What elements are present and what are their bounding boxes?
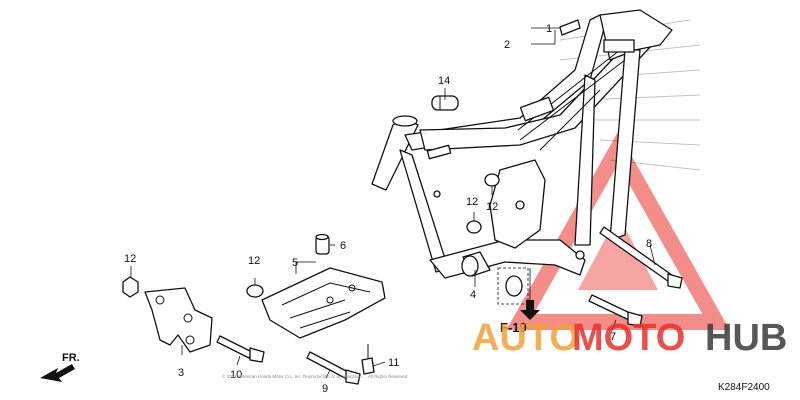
callout-3: 3 bbox=[178, 367, 184, 379]
callout-6: 6 bbox=[340, 240, 346, 252]
callout-9: 9 bbox=[322, 383, 328, 395]
callout-12-d: 12 bbox=[124, 253, 136, 265]
rubber-cap bbox=[431, 95, 459, 111]
direction-label: FR. bbox=[62, 352, 80, 364]
reference-label: F-19 bbox=[500, 320, 527, 335]
watermark-moto: MOTO bbox=[572, 317, 685, 359]
reference-arrow: F-19 bbox=[500, 300, 540, 335]
callout-8: 8 bbox=[646, 238, 652, 250]
front-direction-arrow: FR. bbox=[40, 352, 80, 382]
copyright-text: © 2021 American Honda Motor Co., Inc. Re… bbox=[222, 373, 409, 379]
watermark-triangle-logo bbox=[506, 131, 730, 330]
callout-10: 10 bbox=[230, 369, 242, 381]
diagram-code: K284F2400 bbox=[718, 382, 770, 393]
callout-7: 7 bbox=[610, 331, 616, 343]
rubber-collar bbox=[315, 233, 330, 255]
engine-hanger-bracket bbox=[144, 287, 213, 353]
callout-labels: 1 2 3 4 5 6 7 8 9 10 11 12 12 12 12 14 bbox=[124, 23, 652, 395]
callout-12-c: 12 bbox=[248, 255, 260, 267]
callout-4: 4 bbox=[470, 289, 476, 301]
callout-5: 5 bbox=[292, 257, 298, 269]
watermark-text: AUTO MOTO HUB bbox=[472, 317, 787, 359]
collar-nuts bbox=[122, 173, 500, 298]
watermark-hub: HUB bbox=[705, 317, 787, 359]
callout-1: 1 bbox=[546, 23, 552, 35]
bushing bbox=[461, 251, 529, 305]
watermark-auto: AUTO bbox=[472, 317, 579, 359]
callout-12-b: 12 bbox=[466, 196, 478, 208]
skid-plate bbox=[261, 267, 386, 339]
callout-2: 2 bbox=[504, 39, 510, 51]
bolts bbox=[216, 226, 683, 385]
label-sticker bbox=[559, 19, 581, 36]
callout-11: 11 bbox=[388, 357, 399, 369]
leader-lines bbox=[130, 27, 656, 379]
callout-12-a: 12 bbox=[486, 201, 498, 213]
callout-14: 14 bbox=[438, 75, 450, 87]
